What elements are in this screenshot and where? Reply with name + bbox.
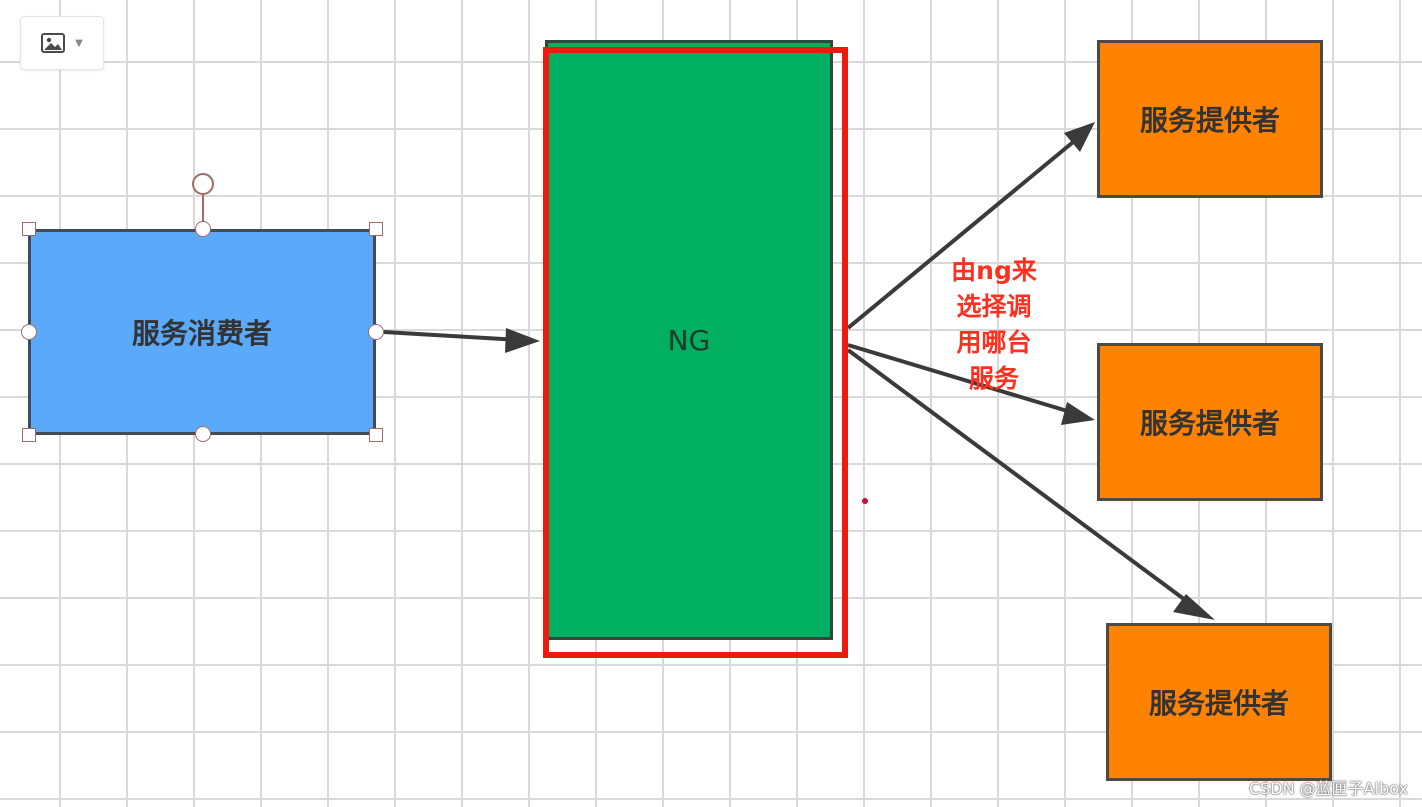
rotation-stem xyxy=(202,195,204,229)
arrow-consumer-to-ng xyxy=(383,330,521,342)
caret-down-icon: ▼ xyxy=(75,37,83,49)
arrow-ng-to-provider-1 xyxy=(846,136,1080,330)
consumer-node[interactable]: 服务消费者 xyxy=(28,229,376,435)
connect-handle-right[interactable] xyxy=(368,324,384,340)
annotation-line-1: 由ng来 xyxy=(951,256,1037,285)
provider-node-3[interactable]: 服务提供者 xyxy=(1106,623,1332,781)
arrow-ng-to-provider-3 xyxy=(846,348,1198,610)
routing-annotation: 由ng来 选择调 用哪台 服务 xyxy=(935,253,1053,397)
image-icon xyxy=(41,33,66,53)
provider-node-1[interactable]: 服务提供者 xyxy=(1097,40,1323,198)
resize-handle-top-right[interactable] xyxy=(369,222,383,236)
provider-label-2: 服务提供者 xyxy=(1139,407,1280,440)
resize-handle-bottom-right[interactable] xyxy=(369,428,383,442)
consumer-label: 服务消费者 xyxy=(131,317,272,350)
arrowhead-ng-to-provider-3 xyxy=(1173,594,1215,620)
connect-handle-top[interactable] xyxy=(195,221,211,237)
connect-handle-left[interactable] xyxy=(21,324,37,340)
highlight-box xyxy=(543,47,848,658)
arrowhead-ng-to-provider-2 xyxy=(1061,402,1095,425)
arrow-ng-to-provider-2 xyxy=(847,343,1075,415)
rotate-handle[interactable] xyxy=(192,173,214,195)
annotation-line-4: 服务 xyxy=(968,364,1019,393)
annotation-line-3: 用哪台 xyxy=(956,328,1032,357)
provider-node-2[interactable]: 服务提供者 xyxy=(1097,343,1323,501)
resize-handle-bottom-left[interactable] xyxy=(22,428,36,442)
stray-dot xyxy=(862,498,868,504)
watermark: CSDN @蓝匣子Albox xyxy=(1248,779,1408,798)
ng-label: NG xyxy=(667,323,711,357)
connect-handle-bottom[interactable] xyxy=(195,426,211,442)
insert-image-button[interactable]: ▼ xyxy=(20,16,104,70)
annotation-line-2: 选择调 xyxy=(956,292,1032,321)
resize-handle-top-left[interactable] xyxy=(22,222,36,236)
arrowhead-consumer-to-ng xyxy=(505,328,540,353)
provider-label-1: 服务提供者 xyxy=(1139,104,1280,137)
provider-label-3: 服务提供者 xyxy=(1148,687,1289,720)
arrowhead-ng-to-provider-1 xyxy=(1064,122,1095,152)
